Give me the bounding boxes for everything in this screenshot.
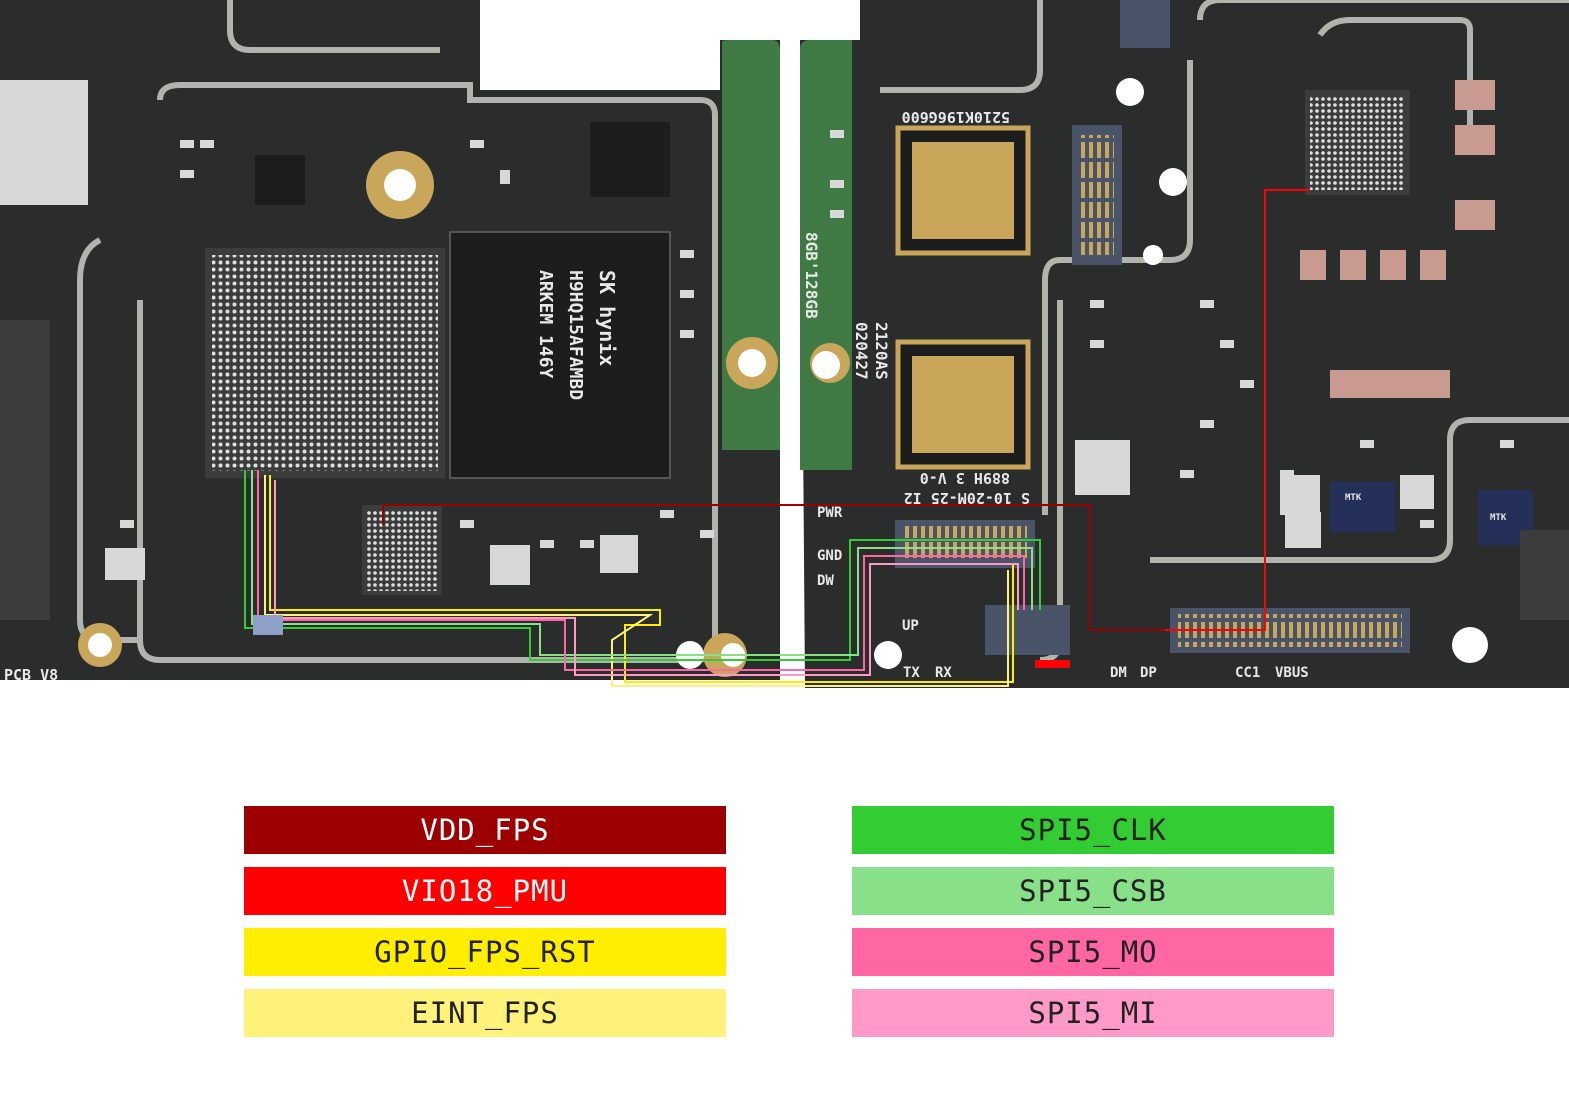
legend-item-spi5-mo: SPI5_MO <box>852 928 1334 976</box>
pad-label-pwr: PWR <box>817 505 843 521</box>
mtk-chip-b-label: MTK <box>1490 513 1507 523</box>
fab-code-label-b: S 10-20M-25 I2 <box>904 489 1030 507</box>
pad-label-up: UP <box>902 618 919 634</box>
pad-label-gnd: GND <box>817 548 842 564</box>
fab-code-label-a: 889H 3 V-0 <box>920 469 1010 487</box>
pad-label-tx: TX <box>903 665 920 681</box>
pcb-board-photo: SK hynix H9HQ15AFAMBD ARKEM 146Y <box>0 0 1569 690</box>
memory-chip <box>449 231 671 479</box>
pad-label-dm: DM <box>1110 665 1127 681</box>
legend-item-vdd-fps: VDD_FPS <box>244 806 726 854</box>
legend-item-spi5-clk: SPI5_CLK <box>852 806 1334 854</box>
mtk-chip-a-label: MTK <box>1345 493 1362 503</box>
pcb-version-label: PCB V8 <box>4 666 58 684</box>
legend-item-eint-fps: EINT_FPS <box>244 989 726 1037</box>
lot-label-a: 2120AS <box>872 322 891 380</box>
chip-code-label: 5210K196G600 <box>902 108 1010 126</box>
legend-item-spi5-mi: SPI5_MI <box>852 989 1334 1037</box>
svg-text:ARKEM 146Y: ARKEM 146Y <box>535 270 556 379</box>
svg-text:H9HQ15AFAMBD: H9HQ15AFAMBD <box>565 270 586 400</box>
lot-label-b: 020427 <box>852 322 871 380</box>
legend-item-vio18-pmu: VIO18_PMU <box>244 867 726 915</box>
legend-item-gpio-fps-rst: GPIO_FPS_RST <box>244 928 726 976</box>
pad-label-vbus: VBUS <box>1275 665 1309 681</box>
memory-size-label: 8GB'128GB <box>802 232 821 319</box>
legend-item-spi5-csb: SPI5_CSB <box>852 867 1334 915</box>
svg-text:SK hynix: SK hynix <box>595 270 619 366</box>
pad-label-rx: RX <box>935 665 952 681</box>
pad-label-dp: DP <box>1140 665 1157 681</box>
pad-label-dw: DW <box>817 573 834 589</box>
pad-label-cc1: CC1 <box>1235 665 1260 681</box>
soc-bga <box>205 248 445 478</box>
